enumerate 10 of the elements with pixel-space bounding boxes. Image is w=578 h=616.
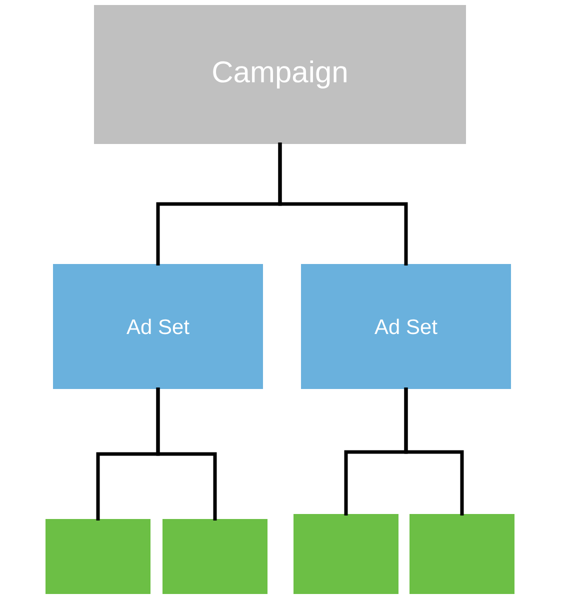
ad-set-box: Ad Set [301, 264, 511, 389]
ad-box [410, 514, 514, 594]
connector [404, 387, 464, 516]
ad-box [294, 514, 398, 594]
campaign-box: Campaign [94, 5, 466, 144]
connector [156, 387, 217, 521]
connector [278, 142, 408, 266]
ad-set-box: Ad Set [53, 264, 263, 389]
ad-box [46, 519, 150, 594]
ad-box [162, 519, 268, 594]
